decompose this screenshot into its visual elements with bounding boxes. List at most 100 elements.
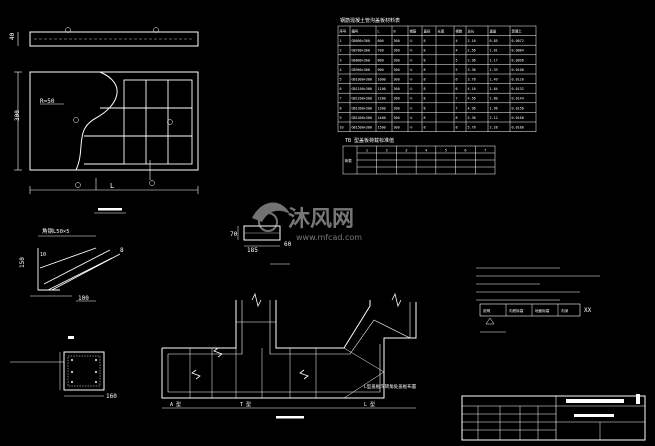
slab-outline [29, 71, 199, 171]
table1-cell: GB1400×300 [352, 116, 372, 120]
table1-header: 编号 [352, 29, 359, 34]
table1-cell: 8 [424, 126, 426, 130]
table1-outline [337, 25, 537, 132]
trench-section-detail: 160 [10, 336, 117, 400]
table1-cell: 3 [340, 58, 342, 62]
table1-cell: 8 [456, 116, 458, 120]
table1-cell: 0.0144 [512, 97, 524, 101]
dim-8-text: 8 [120, 247, 124, 254]
table1-cell: 4 [456, 39, 458, 43]
small-section-detail: 70 185 60 [230, 225, 292, 265]
table1-cell: 3.76 [468, 78, 476, 82]
table1-cell: GB1100×300 [352, 87, 372, 91]
table1-cell: 8 [424, 68, 426, 72]
table1-cell: 300 [394, 97, 400, 101]
rebar-grid [84, 79, 193, 165]
table1-cell: 2 [340, 49, 342, 53]
label-l-type: L 型 [364, 401, 375, 408]
dim-100-text: 100 [78, 295, 89, 302]
table1-header: B [394, 30, 396, 34]
table1-cell: 4.96 [468, 106, 476, 110]
table1-cell: 0.0180 [512, 126, 524, 130]
mark-callout [65, 27, 71, 33]
table1-cell: 1.80 [490, 97, 498, 101]
watermark-logo-ring [258, 212, 278, 232]
angle-steel-label: 角钢L50×5 [42, 227, 70, 235]
table1-cell: ① [410, 126, 413, 130]
table1-cell: 5.76 [468, 126, 476, 130]
table1-header: L [378, 30, 380, 34]
trench-inner-wall [269, 300, 411, 355]
radius-label: R=50 [40, 98, 55, 105]
table1-cell: 7 [456, 97, 458, 101]
level-box-label: 说明 [483, 308, 491, 313]
table1-cell: ① [410, 106, 413, 110]
trench-note: L型盖板沟转角处盖板布置 [364, 383, 417, 390]
table2-row-label: 荷载 [345, 158, 353, 163]
table1-cell: ① [410, 116, 413, 120]
table1-cell: ① [410, 49, 413, 53]
watermark-url: www.mfcad.com [296, 233, 362, 242]
table2-title: TB 型盖板荷载标准值 [345, 137, 394, 144]
table1-cell: 8 [424, 106, 426, 110]
dim-60-text: 60 [284, 241, 292, 248]
table2-col-header: 2 [386, 149, 388, 153]
table1-cell: 4 [340, 68, 342, 72]
table1-cell: 0.0084 [512, 49, 524, 53]
table1-cell: 0.0132 [512, 87, 524, 91]
table1-cell: 1200 [378, 97, 386, 101]
table1-header: 根数 [456, 29, 463, 34]
table1-cell: 2.56 [468, 49, 476, 53]
table1-cell: 0.0168 [512, 116, 524, 120]
table1-cell: 5.36 [468, 116, 476, 120]
table2-col-header: 3 [405, 149, 407, 153]
table1-header: 钢筋 [410, 29, 417, 34]
table1-cell: 0.0120 [512, 78, 524, 82]
dim-70-text: 70 [230, 231, 238, 238]
table1-cell: GB1000×300 [352, 78, 372, 82]
angle-steel-shape [37, 247, 121, 291]
table1-cell: 700 [378, 49, 384, 53]
table1-cell: GB1300×300 [352, 106, 372, 110]
label-a-type: A 型 [170, 401, 181, 408]
mark-callout [153, 27, 159, 33]
table1-header: 重量 [490, 29, 497, 34]
table1-cell: 900 [378, 68, 384, 72]
table1-cell: 1500 [378, 126, 386, 130]
table1-cell: 7 [340, 97, 342, 101]
table1-cell: 1100 [378, 87, 386, 91]
table1-cell: 300 [394, 106, 400, 110]
table1-cell: ① [410, 87, 413, 91]
table1-cell: 1.17 [490, 58, 498, 62]
table1-cell: 5 [456, 68, 458, 72]
xx-label: XX [584, 307, 592, 314]
table1-cell: 2.12 [490, 116, 498, 120]
table1-cell: 5 [340, 78, 342, 82]
table1-cell: 0.0072 [512, 39, 524, 43]
table1-cell: ① [410, 39, 413, 43]
table1-header: 长度 [438, 29, 445, 34]
table1-cell: 300 [394, 58, 400, 62]
level-symbol [485, 317, 495, 325]
table1-cell: 8 [424, 58, 426, 62]
table1-cell: 1.64 [490, 87, 498, 91]
height-dim-text: 300 [14, 110, 21, 121]
table1-title: 钢筋混凝土管沟盖板材料表 [340, 17, 400, 24]
angle-steel-detail: 角钢L50×5 150 10 8 100 [19, 227, 124, 302]
level-box-label: 沟深 [561, 308, 569, 313]
cover-divisions [189, 321, 385, 399]
table1-cell: GB1200×300 [352, 97, 372, 101]
table1-cell: 8 [424, 97, 426, 101]
length-dim-text: L [110, 182, 114, 190]
table1-cell: 1.96 [490, 106, 498, 110]
mark-callout [167, 119, 173, 125]
rebar-cage [67, 355, 101, 387]
table1-cell: GB600×300 [352, 39, 370, 43]
watermark: 沐风网 www.mfcad.com [252, 202, 362, 242]
notes-block [476, 267, 600, 333]
table1-cell: 300 [394, 49, 400, 53]
table2-col-header: 5 [445, 149, 447, 153]
table1-cell: 10 [340, 126, 344, 130]
table1-cell: GB1500×300 [352, 126, 372, 130]
